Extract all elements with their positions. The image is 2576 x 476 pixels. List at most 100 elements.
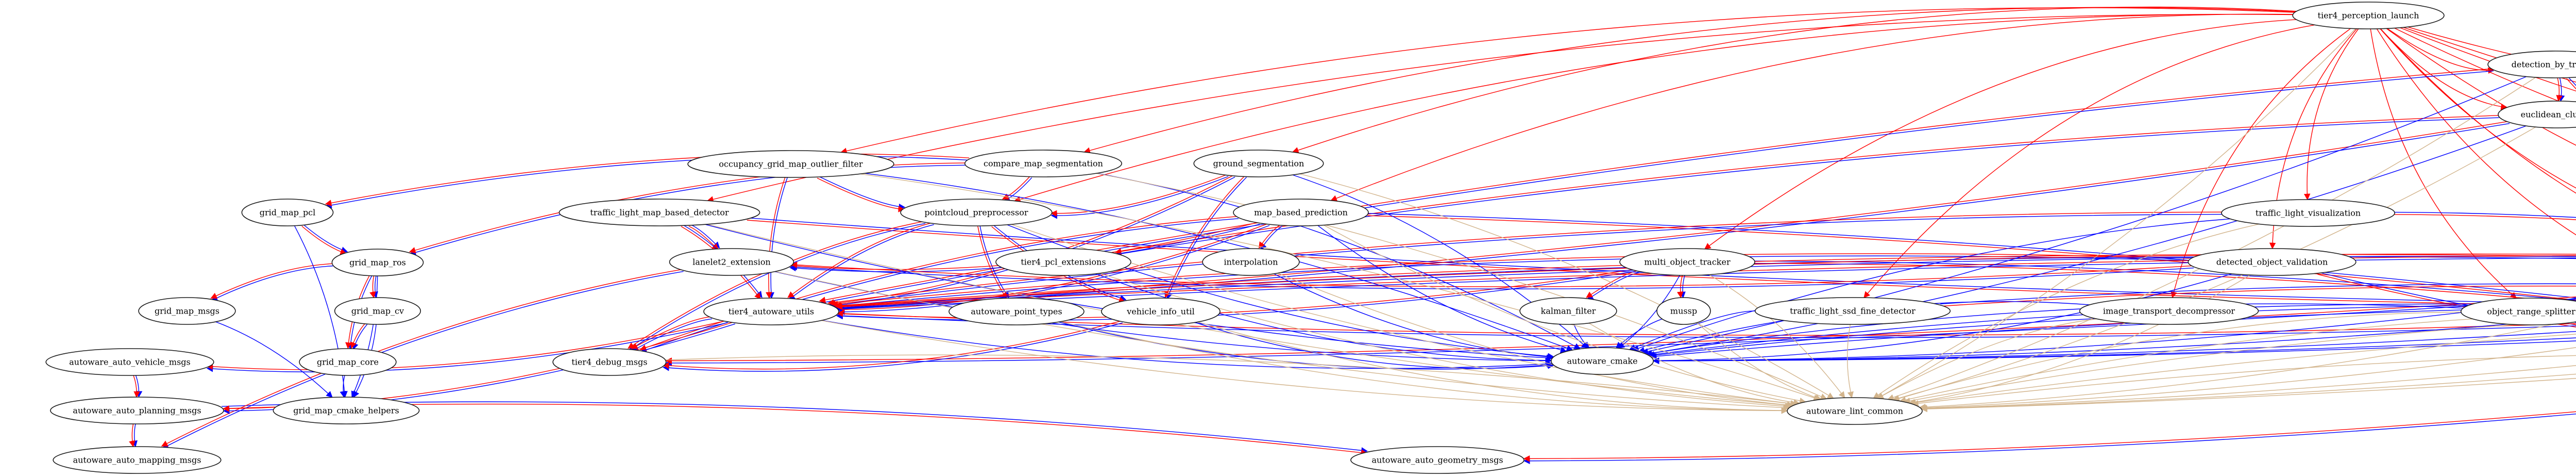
edge-compare_map_segmentation-to-autoware_cmake [1096,173,1581,350]
graph-node-occupancy_grid_map_outlier_filter: occupancy_grid_map_outlier_filter [687,150,894,178]
node-ellipse-tier4_autoware_utils [703,298,839,325]
node-label-grid_map_ros: grid_map_ros [349,258,406,268]
edge-lidar_apollo_instance_segmentation-to-tier4_autoware_utils [835,256,2576,311]
node-label-occupancy_grid_map_outlier_filter: occupancy_grid_map_outlier_filter [719,159,863,169]
node-label-autoware_auto_mapping_msgs: autoware_auto_mapping_msgs [73,455,201,465]
edge-map_based_prediction-to-tier4_autoware_utils [838,223,1269,313]
node-ellipse-autoware_auto_planning_msgs [50,397,224,424]
node-ellipse-autoware_cmake [1551,347,1654,375]
edge-tier4_perception_launch-to-traffic_light_visualization [2303,28,2359,201]
edge-image_transport_decompressor-to-autoware_lint_common [1877,318,2097,399]
edge-tier4_perception_launch-to-pointcloud_preprocessor [1014,13,2293,203]
edge-traffic_light_map_based_detector-to-lanelet2_extension [690,224,720,249]
node-ellipse-autoware_point_types [948,298,1084,325]
edge-image_projection_based_fusion-to-tier4_autoware_utils [836,257,2576,313]
edge-compare_map_segmentation-to-grid_map_pcl [325,153,970,206]
graph-node-grid_map_pcl: grid_map_pcl [241,199,334,226]
graph-node-lanelet2_extension: lanelet2_extension [669,248,794,276]
edge-lidar_apollo_instance_segmentation-to-tier4_debug_msgs [665,297,2576,364]
edge-tier4_perception_msgs-to-autoware_cmake [1650,307,2576,360]
node-label-autoware_lint_common: autoware_lint_common [1806,406,1903,416]
node-label-kalman_filter: kalman_filter [1541,306,1596,316]
graph-node-traffic_light_visualization: traffic_light_visualization [2221,199,2395,227]
node-ellipse-detection_by_tracker [2487,51,2576,78]
graph-node-kalman_filter: kalman_filter [1519,297,1617,325]
edge-grid_map_ros-to-grid_map_msgs [211,265,333,301]
edge-map_based_prediction-to-autoware_cmake [1317,225,1567,353]
edge-euclidean_cluster-to-tier4_autoware_utils [835,121,2510,310]
graph-node-mussp: mussp [1656,297,1711,325]
node-label-interpolation: interpolation [1224,257,1278,267]
node-label-autoware_point_types: autoware_point_types [971,307,1062,317]
node-ellipse-grid_map_cmake_helpers [273,397,420,424]
edge-lanelet2_extension-to-autoware_auto_mapping_msgs [161,269,683,447]
edge-kalman_filter-to-autoware_lint_common [1588,322,1800,406]
graph-node-traffic_light_map_based_detector: traffic_light_map_based_detector [558,199,760,226]
edge-pointcloud_preprocessor-to-tier4_autoware_utils [787,222,934,298]
edge-autoware_auto_perception_msgs-to-autoware_auto_geometry_msgs [1523,413,2576,465]
node-label-tier4_debug_msgs: tier4_debug_msgs [571,357,647,367]
graph-node-tier4_pcl_extensions: tier4_pcl_extensions [995,248,1131,276]
edge-detected_object_validation-to-lanelet2_extension [790,261,2194,287]
nodes-layer: tier4_perception_launchdetection_by_trac… [45,2,2576,474]
node-ellipse-object_range_splitter [2460,298,2576,325]
edge-interpolation-to-autoware_cmake [1274,273,1554,360]
edge-mussp-to-autoware_cmake [1616,318,1663,349]
node-ellipse-lanelet2_extension [669,248,794,276]
edge-tier4_perception_launch-to-traffic_light_classifier [2376,28,2576,236]
node-ellipse-tier4_perception_launch [2292,2,2445,29]
node-label-vehicle_info_util: vehicle_info_util [1126,307,1194,317]
edge-euclidean_cluster-to-autoware_lint_common [1893,126,2536,402]
graph-node-pointcloud_preprocessor: pointcloud_preprocessor [900,199,1053,226]
node-ellipse-grid_map_core [299,348,397,376]
graph-node-detection_by_tracker: detection_by_tracker [2487,51,2576,78]
edge-traffic_light_map_based_detector-to-lanelet2_extension [688,225,719,251]
graph-node-traffic_light_ssd_fine_detector: traffic_light_ssd_fine_detector [1754,297,1951,325]
edge-compare_map_segmentation-to-autoware_lint_common [1096,173,1827,400]
edge-grid_map_pcl-to-grid_map_ros [302,224,348,253]
edge-occupancy_grid_map_outlier_filter-to-pointcloud_preprocessor [817,175,906,210]
edge-autoware_auto_perception_msgs-to-autoware_auto_geometry_msgs [1523,411,2576,462]
edge-traffic_light_ssd_fine_detector-to-autoware_cmake [1629,310,1755,351]
graph-node-detected_object_validation: detected_object_validation [2188,248,2357,276]
edge-occupancy_grid_map_outlier_filter-to-pointcloud_preprocessor [817,177,905,212]
node-ellipse-image_transport_decompressor [2079,297,2259,325]
node-label-grid_map_pcl: grid_map_pcl [260,208,316,218]
node-label-autoware_auto_vehicle_msgs: autoware_auto_vehicle_msgs [69,357,190,367]
edge-multi_object_tracker-to-autoware_lint_common [1708,274,1845,399]
edge-tier4_perception_launch-to-shape_estimation [2380,28,2576,189]
node-label-lanelet2_extension: lanelet2_extension [692,257,771,267]
edge-occupancy_grid_map_outlier_filter-to-autoware_cmake [865,173,1573,351]
edge-detected_object_validation-to-autoware_auto_perception_msgs [2317,271,2576,325]
node-ellipse-ground_segmentation [1193,150,1324,177]
graph-node-autoware_auto_vehicle_msgs: autoware_auto_vehicle_msgs [45,348,214,376]
node-label-grid_map_cmake_helpers: grid_map_cmake_helpers [293,406,399,416]
node-label-grid_map_msgs: grid_map_msgs [155,306,219,316]
edge-tier4_perception_launch-to-ground_segmentation [1292,6,2297,154]
node-ellipse-mussp [1656,297,1711,325]
graph-node-autoware_point_types: autoware_point_types [948,298,1084,325]
edge-autoware_auto_planning_msgs-to-autoware_auto_mapping_msgs [129,423,135,448]
edge-vehicle_info_util-to-autoware_cmake [1195,322,1555,369]
edge-detection_by_tracker-to-euclidean_cluster [2556,77,2563,102]
edge-grid_map_ros-to-grid_map_msgs [210,263,333,299]
edge-autoware_auto_vehicle_msgs-to-autoware_auto_planning_msgs [133,375,140,398]
graph-node-autoware_lint_common: autoware_lint_common [1787,397,1923,425]
edge-pointcloud_preprocessor-to-tier4_debug_msgs [628,221,925,349]
edge-image_projection_based_fusion-to-autoware_lint_common [1921,373,2576,412]
node-ellipse-grid_map_pcl [241,199,334,226]
edge-ground_segmentation-to-pointcloud_preprocessor [1050,174,1228,217]
edge-ground_segmentation-to-pointcloud_preprocessor [1050,176,1229,219]
node-ellipse-traffic_light_map_based_detector [558,199,760,226]
edge-kalman_filter-to-autoware_cmake [1573,324,1590,349]
edge-pointcloud_preprocessor-to-tier4_autoware_utils [788,224,934,300]
graph-node-multi_object_tracker: multi_object_tracker [1619,248,1755,276]
edge-detected_object_validation-to-tier4_autoware_utils [831,253,2190,307]
node-label-grid_map_cv: grid_map_cv [351,306,404,316]
node-label-tier4_pcl_extensions: tier4_pcl_extensions [1021,257,1106,267]
edge-tier4_pcl_extensions-to-autoware_cmake [1095,273,1552,364]
edge-euclidean_cluster-to-tier4_pcl_extensions [1114,115,2499,255]
edge-multi_object_tracker-to-mussp [1679,275,1686,299]
